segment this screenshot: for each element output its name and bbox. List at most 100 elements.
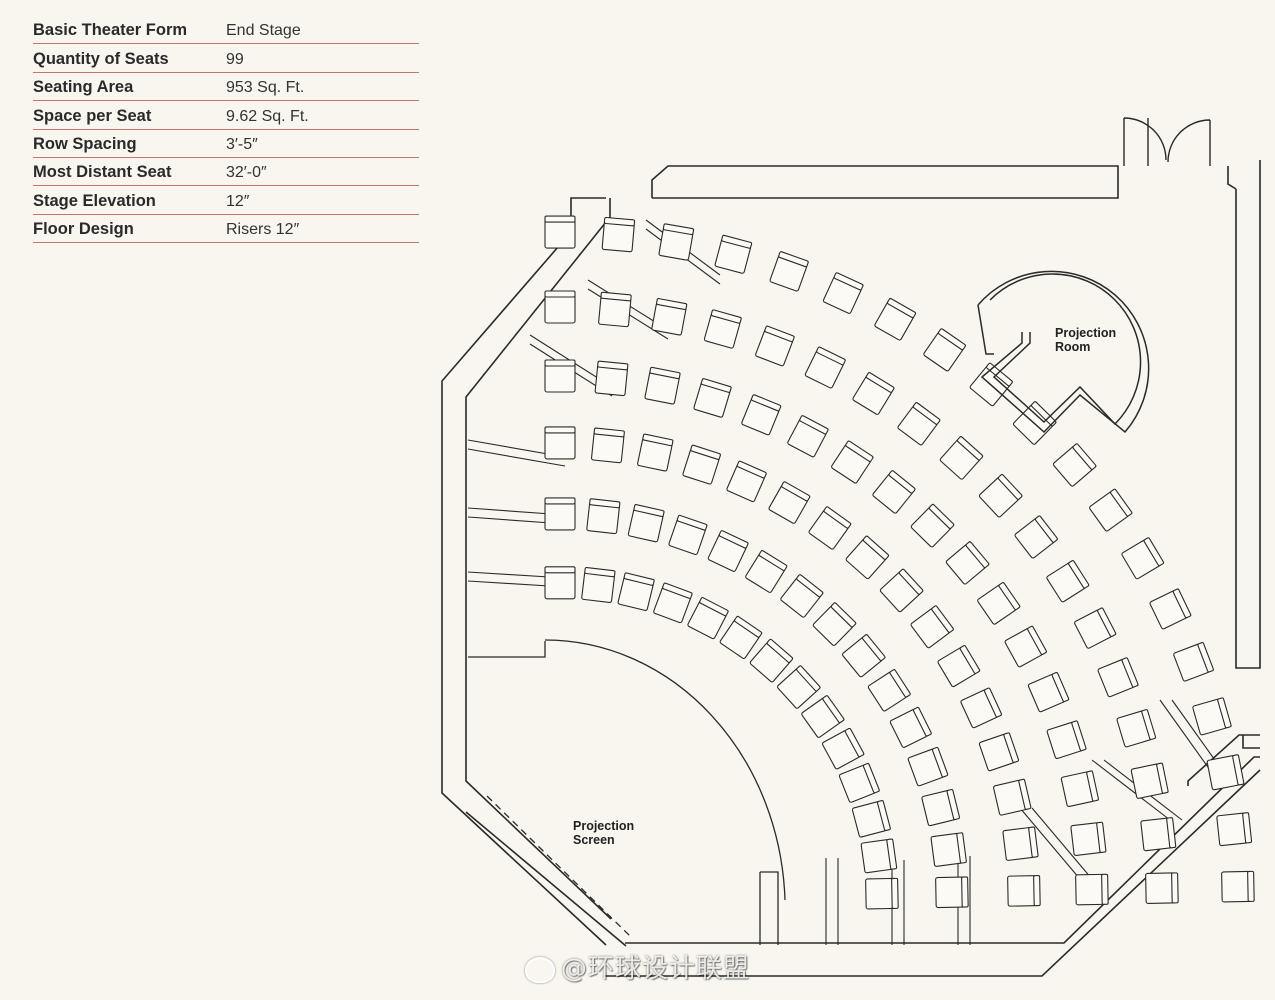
seat [937, 645, 981, 688]
seat [780, 574, 824, 618]
seat-back [1071, 720, 1087, 752]
seat-cushion [544, 501, 576, 531]
seat-back [721, 234, 753, 249]
seat [707, 530, 749, 572]
seat-cushion [544, 363, 576, 393]
seat-back [1096, 821, 1107, 853]
seat [1116, 709, 1157, 748]
seat-cushion [1075, 873, 1105, 906]
projection-screen-label-2: Screen [573, 833, 615, 847]
seat-back [1030, 401, 1057, 427]
seat-back [758, 550, 788, 571]
seat-back [891, 877, 899, 909]
seat-back [946, 789, 960, 821]
seat-back [796, 574, 824, 598]
seat-back [937, 328, 966, 351]
entrance-door [1123, 117, 1211, 166]
seat-back [816, 346, 846, 366]
seat-back [961, 876, 969, 908]
seat [897, 402, 941, 446]
seat-cushion [845, 538, 887, 580]
spec-label: Row Spacing [33, 134, 137, 153]
seat-cushion [544, 430, 576, 460]
seat-back [830, 602, 857, 628]
seat-back [888, 470, 916, 494]
seat [1052, 443, 1097, 487]
spec-label: Space per Seat [33, 106, 152, 125]
seat [637, 433, 674, 472]
spec-label: Most Distant Seat [33, 163, 172, 182]
seat [1121, 537, 1165, 580]
seat [755, 325, 795, 367]
seat-back [589, 498, 621, 509]
seat [644, 366, 681, 405]
seat [745, 550, 788, 593]
seat [769, 251, 809, 292]
spec-value: Risers 12″ [226, 221, 300, 239]
seat-cushion [910, 607, 951, 649]
seat [1221, 870, 1255, 903]
seat-back [1242, 812, 1253, 844]
seat-back [734, 615, 763, 638]
spec-value: 99 [226, 50, 244, 68]
seat [1002, 826, 1039, 861]
seat-cushion [1014, 518, 1055, 559]
seat-cushion [897, 405, 938, 446]
seat-back [965, 541, 990, 569]
seat [822, 727, 865, 770]
seat-back [898, 568, 924, 595]
seat [910, 605, 954, 649]
seat [838, 763, 880, 803]
seat-back [956, 436, 984, 461]
seat [714, 234, 753, 274]
seat-back [1121, 657, 1139, 688]
seat [939, 436, 984, 480]
seat-back [766, 638, 794, 663]
seat-cushion [749, 642, 791, 683]
seat-cushion [872, 473, 913, 514]
seat-row-2 [544, 497, 969, 909]
seat-back [1051, 672, 1070, 703]
outer-wall-left [441, 197, 607, 946]
aisle-rail-bottom [1159, 699, 1211, 771]
seat-back [544, 215, 576, 223]
inner-wall-lower-left [465, 811, 627, 947]
top-wall-segment [651, 165, 1119, 199]
seat-cushion [544, 570, 576, 600]
seat-back [710, 309, 742, 324]
seat [687, 597, 729, 640]
seat [1097, 657, 1139, 698]
right-wall-jog [1227, 166, 1237, 190]
seat-back [662, 582, 693, 599]
seat-back [662, 223, 695, 236]
seat [842, 634, 886, 678]
seat-back [865, 372, 895, 393]
projection-room [977, 270, 1150, 434]
seat-back [833, 272, 864, 291]
seat [960, 687, 1002, 729]
seat [874, 298, 917, 341]
seat-cushion [1007, 875, 1037, 907]
seat [851, 800, 891, 838]
seat [598, 291, 632, 328]
watermark-text: @环球设计联盟 [561, 954, 751, 984]
seat [822, 272, 864, 314]
seat [1216, 812, 1253, 847]
seat [993, 778, 1032, 816]
seat [544, 426, 576, 460]
seat [1145, 872, 1179, 904]
projection-room-wall [977, 304, 994, 355]
seat [544, 566, 576, 600]
seat [1140, 817, 1177, 852]
seat [977, 582, 1021, 625]
seat [845, 535, 889, 580]
seat-cushion [544, 219, 576, 249]
seat-back [656, 298, 688, 311]
spec-value: 12″ [226, 192, 250, 210]
seat [1046, 560, 1090, 603]
